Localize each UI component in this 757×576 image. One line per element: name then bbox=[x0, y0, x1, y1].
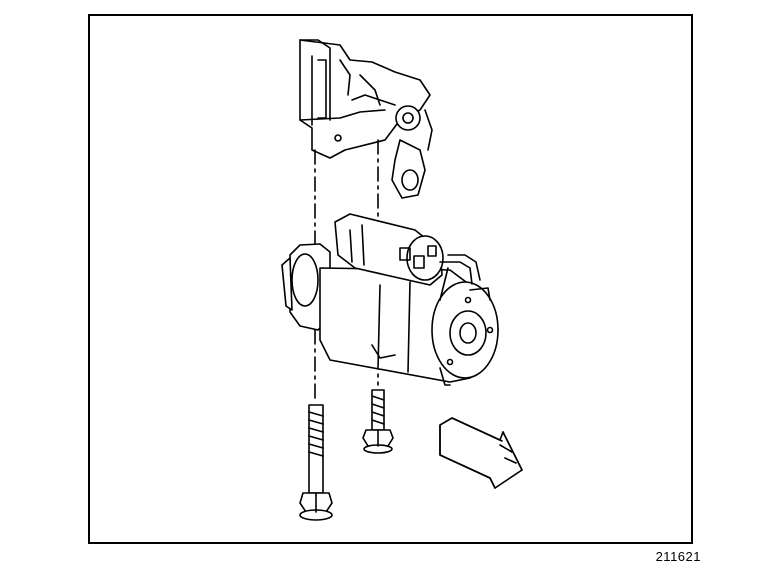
short-bolt-icon bbox=[362, 389, 394, 454]
figure-number: 211621 bbox=[655, 549, 701, 564]
solenoid-icon bbox=[334, 213, 481, 286]
long-bolt-icon bbox=[299, 404, 333, 521]
mounting-bracket-icon bbox=[299, 39, 433, 199]
starter-motor-icon bbox=[281, 243, 499, 386]
front-direction-arrow-icon bbox=[439, 417, 523, 489]
